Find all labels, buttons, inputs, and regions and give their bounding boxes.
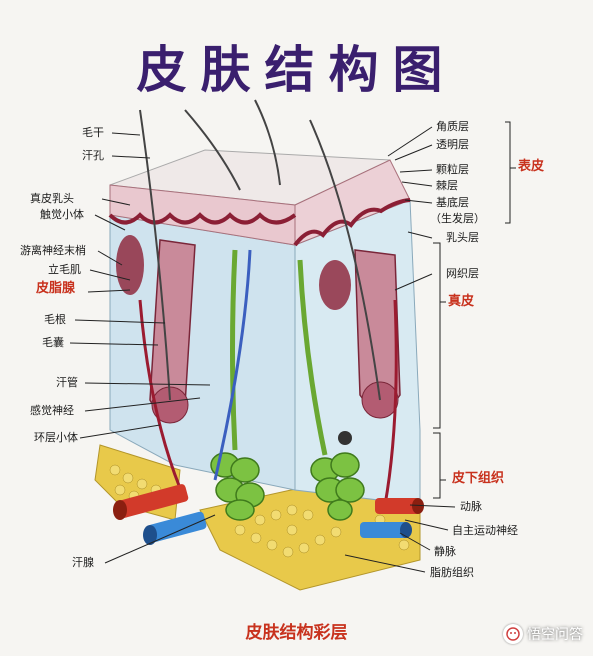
watermark-text: 悟空问答 xyxy=(527,627,583,643)
label-autonomic-nerve: 自主运动神经 xyxy=(452,524,518,537)
label-dermal-papilla: 真皮乳头 xyxy=(30,192,74,205)
label-stratum-corneum: 角质层 xyxy=(436,120,469,133)
vein-tube-left xyxy=(143,511,207,545)
label-sweat-pore: 汗孔 xyxy=(82,149,104,162)
label-stratum-granulosum: 颗粒层 xyxy=(436,163,469,176)
label-adipose: 脂肪组织 xyxy=(430,566,474,579)
hair-shaft-3 xyxy=(254,99,281,186)
label-germinative-layer: （生发层） xyxy=(430,212,485,225)
wukong-logo-icon xyxy=(503,624,523,644)
label-sweat-duct: 汗管 xyxy=(56,376,78,389)
hair-shaft-4 xyxy=(309,119,381,401)
nerve-green-2 xyxy=(297,259,328,456)
diagram-caption: 皮肤结构彩层 xyxy=(245,623,348,643)
page-title: 皮肤结构图 xyxy=(136,40,457,99)
label-stratum-lucidum: 透明层 xyxy=(436,138,469,151)
sebaceous-gland-right xyxy=(319,260,351,310)
vein-inner xyxy=(213,249,252,481)
sebaceous-gland-left xyxy=(116,235,144,295)
label-stratum-spinosum: 棘层 xyxy=(436,179,458,192)
artery-inner-2 xyxy=(383,299,398,506)
label-dermis: 真皮 xyxy=(448,294,475,309)
watermark: 悟空问答 xyxy=(503,624,583,644)
label-vein: 静脉 xyxy=(434,545,456,558)
label-hair-root: 毛根 xyxy=(44,313,66,326)
sweat-gland-coil-right xyxy=(310,452,365,521)
label-arrector-pili: 立毛肌 xyxy=(48,263,81,276)
label-hair-follicle: 毛囊 xyxy=(42,336,64,349)
label-reticular-layer: 网织层 xyxy=(446,267,479,280)
artery-tube-left xyxy=(113,484,189,520)
artery-tube-right xyxy=(375,498,424,514)
label-stratum-basale: 基底层 xyxy=(436,196,469,209)
hair-shaft-2 xyxy=(184,109,241,191)
label-tactile-corpuscle: 触觉小体 xyxy=(40,208,84,221)
artery-inner xyxy=(138,299,187,501)
label-lamellar-corpuscle: 环层小体 xyxy=(34,431,78,444)
label-papillary-layer: 乳头层 xyxy=(446,231,479,244)
label-subcutaneous: 皮下组织 xyxy=(452,471,505,486)
label-free-nerve-ending: 游离神经末梢 xyxy=(20,244,86,257)
label-sebaceous-gland: 皮脂腺 xyxy=(36,281,76,296)
label-epidermis: 表皮 xyxy=(518,159,545,174)
label-sensory-nerve: 感觉神经 xyxy=(30,404,74,417)
label-sweat-gland: 汗腺 xyxy=(72,556,94,569)
basal-layer-front xyxy=(108,212,297,225)
basal-layer-right xyxy=(293,198,411,247)
lamellar-corpuscle xyxy=(338,431,352,445)
label-artery: 动脉 xyxy=(460,500,482,513)
hair-shaft-1 xyxy=(139,109,171,401)
vein-tube-right xyxy=(360,522,412,538)
nerve-green-1 xyxy=(230,249,238,451)
label-hair-shaft: 毛干 xyxy=(82,126,104,139)
